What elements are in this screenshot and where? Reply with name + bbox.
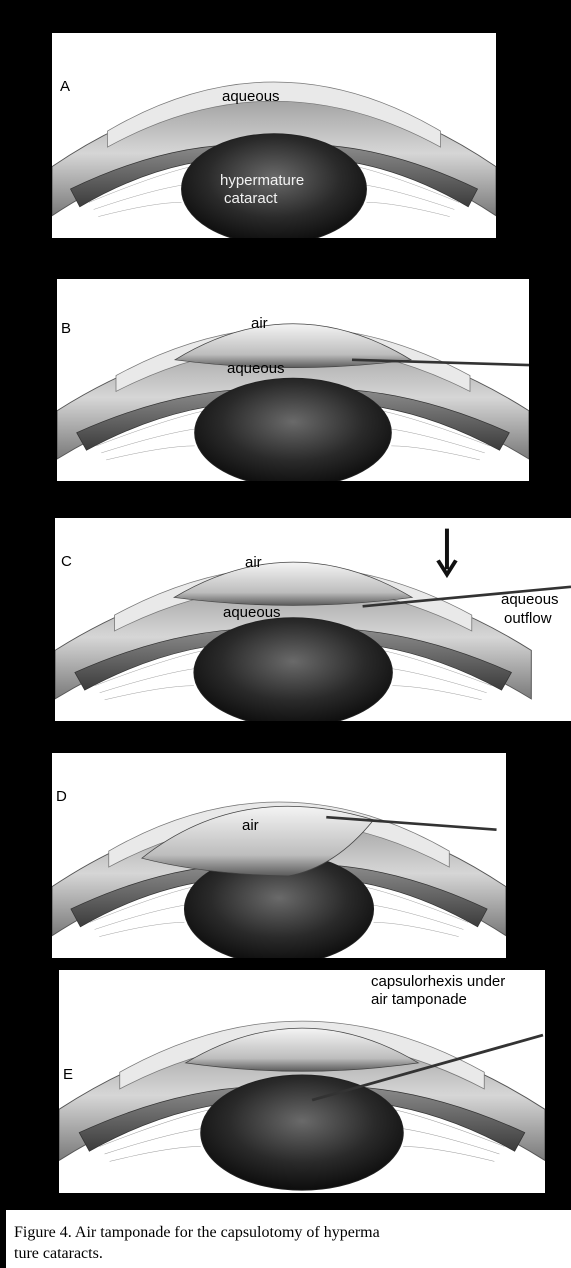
figure-caption: Figure 4. Air tamponade for the capsulot… [6, 1210, 571, 1268]
panel-c: C air aqueous aqueous outflow [55, 518, 571, 721]
panel-b: B air aqueous [57, 279, 529, 481]
label-capsulorhexis-2: air tamponade [371, 992, 467, 1008]
panel-a: A aqueous hypermature cataract [52, 33, 496, 238]
label-air: air [245, 555, 262, 571]
caption-line-2: ture cataracts. [14, 1245, 103, 1263]
label-aqueous: aqueous [227, 361, 285, 377]
label-cataract: cataract [224, 191, 277, 207]
label-air: air [251, 316, 268, 332]
panel-letter: B [61, 321, 71, 337]
panel-letter: C [61, 554, 72, 570]
air-bubble [174, 562, 412, 605]
caption-line-1: Figure 4. Air tamponade for the capsulot… [14, 1224, 380, 1242]
panel-letter: D [56, 789, 67, 805]
eye-diagram-b [57, 279, 529, 481]
label-capsulorhexis-1: capsulorhexis under [371, 974, 505, 990]
label-air: air [242, 818, 259, 834]
eye-diagram-c [55, 518, 571, 721]
panel-d: D air [52, 753, 506, 958]
label-aqueous-outflow-2: outflow [504, 611, 552, 627]
label-aqueous-outflow-1: aqueous [501, 592, 559, 608]
label-hypermature: hypermature [220, 173, 304, 189]
label-aqueous: aqueous [222, 89, 280, 105]
eye-diagram-a [52, 33, 496, 238]
eye-diagram-e [59, 970, 545, 1193]
panel-letter: A [60, 79, 70, 95]
down-arrow-icon [438, 529, 456, 575]
panel-letter: E [63, 1067, 73, 1083]
eye-diagram-d [52, 753, 506, 958]
label-aqueous: aqueous [223, 605, 281, 621]
panel-e: E capsulorhexis under air tamponade [59, 970, 545, 1193]
